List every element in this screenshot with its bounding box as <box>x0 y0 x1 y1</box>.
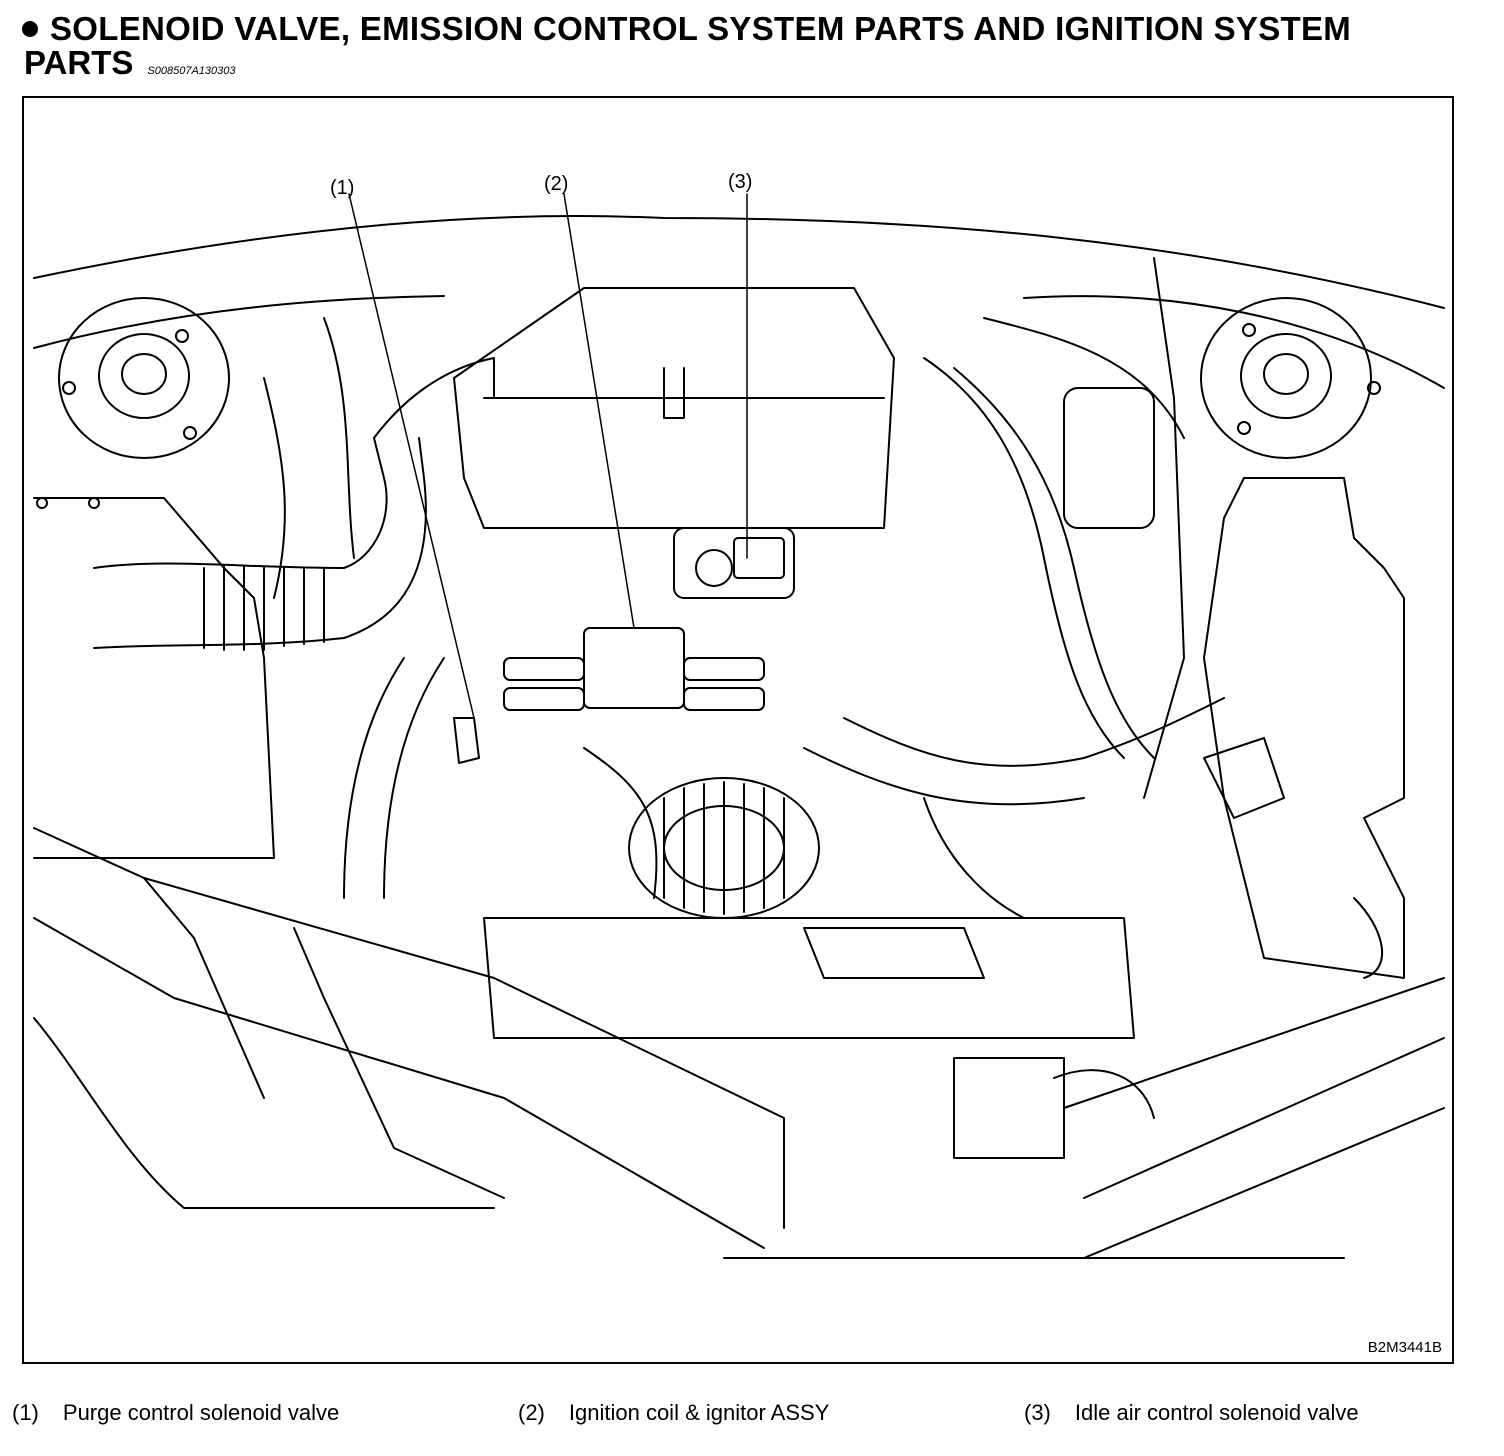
legend-label-1: Purge control solenoid valve <box>62 1400 340 1425</box>
legend-label-2: Ignition coil & ignitor ASSY <box>568 1400 830 1425</box>
page-title-continued: PARTS S008507A130303 <box>24 44 236 82</box>
bullet-icon <box>22 21 38 38</box>
legend-num-3: (3) <box>1024 1400 1051 1425</box>
legend-num-2: (2) <box>518 1400 545 1425</box>
legend-item-1: (1) Purge control solenoid valve <box>12 1400 339 1426</box>
callout-1: (1) <box>330 177 354 199</box>
title-line-2: PARTS <box>24 44 134 81</box>
title-line-1: SOLENOID VALVE, EMISSION CONTROL SYSTEM … <box>50 10 1352 47</box>
legend-item-2: (2) Ignition coil & ignitor ASSY <box>518 1400 829 1426</box>
engine-compartment-illustration: (1) (2) (3) <box>33 171 1445 1259</box>
legend-item-3: (3) Idle air control solenoid valve <box>1024 1400 1359 1426</box>
figure-id: B2M3441B <box>1367 1339 1442 1356</box>
legend-num-1: (1) <box>12 1400 39 1425</box>
engine-diagram-frame: (1) (2) (3) B2M3441B <box>22 96 1454 1364</box>
document-code: S008507A130303 <box>147 65 236 77</box>
page-title: SOLENOID VALVE, EMISSION CONTROL SYSTEM … <box>12 10 1351 48</box>
legend-label-3: Idle air control solenoid valve <box>1074 1400 1359 1425</box>
callout-2: (2) <box>544 173 568 195</box>
callout-3: (3) <box>728 171 752 193</box>
